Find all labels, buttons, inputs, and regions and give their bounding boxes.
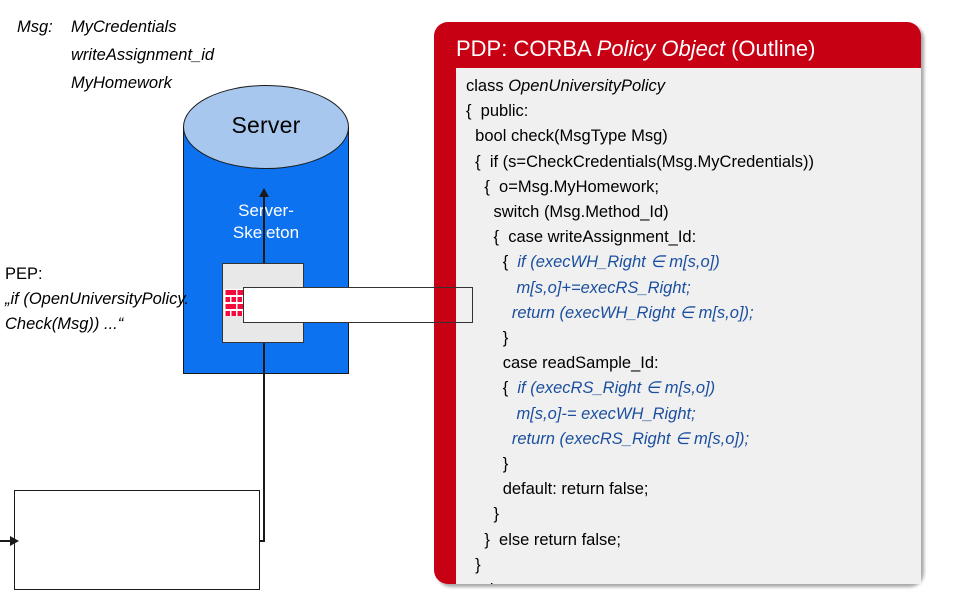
- pdp-code-listing: class OpenUniversityPolicy { public: bool…: [466, 74, 814, 584]
- code-line: } else return false;: [466, 528, 814, 553]
- pep-caption-line1: PEP:: [5, 265, 43, 283]
- code-line: { if (execWH_Right ∈ m[s,o]): [466, 250, 814, 275]
- code-plain: }: [502, 455, 509, 474]
- code-italic: OpenUniversityPolicy: [508, 77, 665, 95]
- code-accent: if (execRS_Right ∈ m[s,o]): [517, 379, 716, 398]
- code-line: }: [466, 502, 814, 527]
- code-line: }: [466, 326, 814, 351]
- code-indent: [466, 430, 512, 448]
- msg-box-value: MyHomework: [71, 74, 172, 92]
- code-accent: if (execWH_Right ∈ m[s,o]): [517, 253, 720, 272]
- code-plain: {: [502, 379, 518, 398]
- code-indent: [466, 379, 503, 397]
- code-indent: [466, 405, 516, 423]
- msg-box-row: MyHomework: [17, 69, 214, 97]
- msg-box-content: Msg: MyCredentials writeAssignment_id MyH…: [17, 13, 214, 97]
- code-line: { case writeAssignment_Id:: [466, 225, 814, 250]
- msg-box-row: Msg: MyCredentials: [17, 13, 214, 41]
- code-accent: return (execWH_Right ∈ m[s,o]);: [511, 303, 754, 322]
- pdp-panel: PDP: CORBA Policy Object (Outline) class…: [434, 22, 921, 584]
- code-plain: }: [475, 555, 481, 574]
- code-plain: default: return false;: [502, 480, 649, 499]
- code-line: { o=Msg.MyHomework;: [466, 175, 814, 200]
- server-label: Server: [231, 112, 301, 138]
- pdp-title-plain-2: (Outline): [724, 36, 816, 61]
- code-line: default: return false;: [466, 477, 814, 502]
- incoming-message-line: [0, 540, 16, 542]
- code-plain: {: [502, 253, 518, 272]
- pdp-code-panel: class OpenUniversityPolicy { public: bool…: [456, 68, 921, 584]
- code-accent: m[s,o]-= execWH_Right;: [516, 404, 696, 423]
- code-indent: [466, 279, 516, 297]
- code-plain: { o=Msg.MyHomework;: [484, 177, 660, 196]
- code-plain: { case writeAssignment_Id:: [493, 228, 697, 247]
- code-line: }: [466, 452, 814, 477]
- msg-to-server-line: [263, 195, 265, 540]
- code-plain: class: [466, 77, 509, 95]
- msg-box-value: MyCredentials: [71, 18, 177, 36]
- pdp-title-italic: Policy Object: [596, 36, 725, 61]
- server-cylinder-top-ellipse: [183, 85, 349, 169]
- code-line: case readSample_Id:: [466, 351, 814, 376]
- server-skeleton-label-line1: Server-: [238, 201, 294, 220]
- code-indent: [466, 354, 503, 372]
- msg-box-key: Msg:: [17, 18, 53, 36]
- msg-box-row: writeAssignment_id: [17, 41, 214, 69]
- code-line: }: [466, 553, 814, 578]
- code-plain: { if (s=CheckCredentials(Msg.MyCredentia…: [475, 152, 814, 171]
- code-accent: return (execRS_Right ∈ m[s,o]);: [511, 429, 750, 448]
- code-plain: case readSample_Id:: [502, 354, 659, 373]
- code-indent: [466, 531, 484, 549]
- code-indent: [466, 203, 494, 221]
- pep-caption-line3: Check(Msg)) ...“: [5, 315, 124, 333]
- code-line: m[s,o]+=execRS_Right;: [466, 276, 814, 301]
- server-arrow-head-icon: [259, 188, 269, 197]
- msg-box: [14, 490, 260, 590]
- code-indent: [466, 455, 503, 473]
- code-accent: m[s,o]+=execRS_Right;: [516, 278, 691, 297]
- code-indent: [466, 505, 494, 523]
- incoming-message-arrow-icon: [10, 536, 19, 546]
- code-plain: { public:: [466, 102, 529, 121]
- code-indent: [466, 228, 494, 246]
- code-indent: [466, 581, 475, 584]
- pdp-title-plain-1: PDP: CORBA: [456, 36, 597, 61]
- code-line: { public:: [466, 99, 814, 124]
- msg-box-connector-line: [259, 540, 265, 542]
- code-line: class OpenUniversityPolicy: [466, 74, 814, 99]
- code-line: return (execRS_Right ∈ m[s,o]);: [466, 427, 814, 452]
- code-indent: [466, 153, 475, 171]
- code-line: bool check(MsgType Msg): [466, 124, 814, 149]
- code-plain: } else return false;: [484, 530, 622, 549]
- code-indent: [466, 556, 475, 574]
- code-plain: }: [493, 505, 500, 524]
- code-plain: switch (Msg.Method_Id): [493, 203, 669, 222]
- pep-caption: PEP: „if (OpenUniversityPolicy. Check(Ms…: [5, 262, 189, 337]
- code-line: switch (Msg.Method_Id): [466, 200, 814, 225]
- code-plain: bool check(MsgType Msg): [475, 127, 668, 146]
- code-indent: [466, 480, 503, 498]
- code-line: private:: [466, 578, 814, 584]
- code-plain: private:: [475, 581, 529, 584]
- msg-box-value: writeAssignment_id: [71, 46, 215, 64]
- code-plain: }: [502, 329, 509, 348]
- code-line: { if (execRS_Right ∈ m[s,o]): [466, 376, 814, 401]
- code-line: return (execWH_Right ∈ m[s,o]);: [466, 301, 814, 326]
- pep-to-pdp-connector-overlay: [243, 287, 473, 323]
- code-indent: [466, 127, 475, 145]
- pdp-title: PDP: CORBA Policy Object (Outline): [456, 36, 815, 62]
- pep-caption-line2: „if (OpenUniversityPolicy.: [5, 290, 189, 308]
- code-indent: [466, 253, 503, 271]
- server-skeleton-label-line2: Skeleton: [232, 223, 300, 242]
- code-line: m[s,o]-= execWH_Right;: [466, 402, 814, 427]
- code-indent: [466, 329, 503, 347]
- code-indent: [466, 178, 484, 196]
- server-skeleton-label: Server- Skeleton: [183, 200, 349, 244]
- code-line: { if (s=CheckCredentials(Msg.MyCredentia…: [466, 150, 814, 175]
